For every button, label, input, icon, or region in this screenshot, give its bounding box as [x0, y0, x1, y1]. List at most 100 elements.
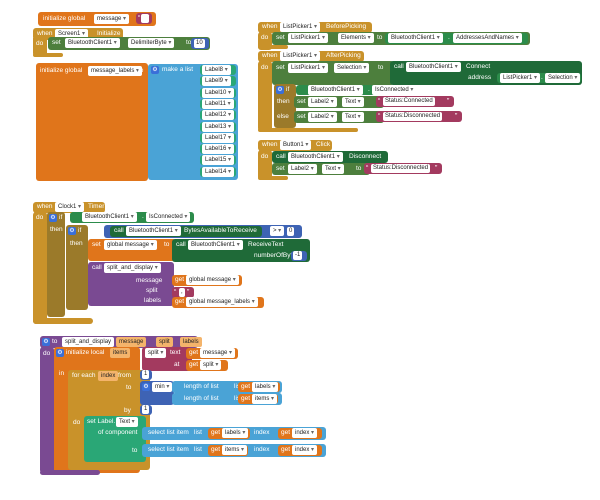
component-field[interactable]: ListPicker1 [280, 51, 321, 61]
label-component-block[interactable]: Label13 [200, 121, 236, 132]
loop-var-index[interactable]: index [98, 371, 119, 381]
label-component-block[interactable]: Label11 [200, 98, 236, 109]
procedure-field[interactable]: split_and_display [104, 263, 161, 273]
property-field[interactable]: Text [116, 417, 138, 427]
button-click-event[interactable]: when Button1 Click [258, 140, 332, 151]
var-field[interactable]: labels [252, 382, 279, 392]
number-value[interactable]: 10 [194, 39, 205, 48]
string-value[interactable] [141, 14, 149, 23]
outer-if-block[interactable]: ⚙ if then [47, 212, 65, 317]
get-split-block[interactable]: get split [186, 360, 228, 371]
var-field[interactable]: index [292, 445, 318, 455]
label-component-block[interactable]: Label16 [200, 144, 236, 155]
min-fn-field[interactable]: min [152, 382, 173, 392]
addr-property-field[interactable]: Selection [545, 73, 581, 83]
set-label-connected-block[interactable]: set Label2 Text [294, 96, 384, 108]
get-labels-block[interactable]: get labels [238, 382, 280, 392]
property-field[interactable]: Selection [334, 63, 370, 73]
gear-icon[interactable]: ⚙ [142, 383, 150, 391]
gear-icon[interactable]: ⚙ [49, 214, 57, 222]
var-field[interactable]: index [292, 428, 318, 438]
global-message-field[interactable]: global message [104, 240, 157, 250]
label-name-field[interactable]: Label15 [202, 155, 235, 166]
value-component-field[interactable]: BluetoothClient1 [388, 33, 443, 43]
gear-icon[interactable]: ⚙ [151, 66, 159, 74]
get-message-block[interactable]: get message [186, 348, 238, 359]
string-value[interactable]: Status:Disconnected [371, 164, 431, 173]
label-name-field[interactable]: Label17 [202, 132, 235, 143]
var-name-field[interactable]: message_labels [88, 66, 143, 76]
cond-component-field[interactable]: BluetoothClient1 [308, 85, 363, 95]
component-field[interactable]: Button1 [280, 140, 312, 150]
get-labels-block[interactable]: get labels [208, 428, 250, 439]
label-property-field[interactable]: Text [342, 97, 364, 107]
address-getter-block[interactable]: ListPicker1 . Selection [497, 73, 581, 83]
var-field[interactable]: labels [222, 428, 249, 438]
isconnected-getter-block[interactable]: BluetoothClient1 . IsConnected [70, 212, 194, 223]
clock-timer-event[interactable]: when Clock1 Timer [33, 202, 105, 213]
target-component-field[interactable]: ListPicker1 [288, 33, 329, 43]
target-component-field[interactable]: ListPicker1 [288, 63, 329, 73]
get-items-block[interactable]: get items [238, 394, 278, 404]
label-name-field[interactable]: Label14 [202, 166, 235, 177]
zero-number-block[interactable]: 0 [284, 226, 300, 237]
set-delimiter-block[interactable]: set BluetoothClient1 DelimiterByte to [48, 37, 210, 50]
set-global-message-block[interactable]: set global message to [88, 239, 176, 261]
number-value[interactable]: 1 [142, 370, 150, 379]
inner-if-block[interactable]: ⚙ if then [66, 225, 88, 310]
status-disconnected-string[interactable]: “ Status:Disconnected ” [364, 163, 442, 174]
by-number-block[interactable]: 1 [140, 405, 152, 415]
set-label-disconnected-block[interactable]: set Label2 Text [294, 111, 384, 123]
label-property-field[interactable]: Text [342, 112, 364, 122]
cond-property-field[interactable]: IsConnected [146, 212, 191, 222]
listpicker-afterpicking-event[interactable]: when ListPicker1 AfterPicking [258, 51, 364, 62]
split-text-block[interactable]: split text at [142, 347, 192, 371]
component-field[interactable]: Clock1 [55, 202, 85, 212]
comma-string-block[interactable]: “ , ” [172, 287, 194, 298]
component-field[interactable]: Screen1 [55, 29, 89, 39]
if-else-block[interactable]: ⚙ if then else [274, 84, 296, 128]
var-field[interactable]: items [222, 445, 248, 455]
addr-component-field[interactable]: ListPicker1 [500, 73, 541, 83]
neg-one-number-block[interactable]: -1 [291, 251, 307, 261]
var-field[interactable]: split [200, 360, 222, 370]
set-label-text-generic-block[interactable]: set Label. Text of component to [84, 416, 146, 462]
target-component-field[interactable]: BluetoothClient1 [65, 38, 120, 48]
receive-text-block[interactable]: call BluetoothClient1 ReceiveText number… [172, 239, 310, 262]
get-index-block[interactable]: get index [278, 428, 322, 439]
label-component-field[interactable]: Label2 [308, 97, 337, 107]
label-name-field[interactable]: Label13 [202, 121, 235, 132]
global-message-field[interactable]: global message [186, 275, 239, 285]
isconnected-getter-block[interactable]: BluetoothClient1 . IsConnected [296, 85, 417, 95]
rt-component-field[interactable]: BluetoothClient1 [188, 240, 243, 250]
listpicker-beforepicking-event[interactable]: when ListPicker1 BeforePicking [258, 22, 372, 33]
gear-icon[interactable]: ⚙ [276, 86, 284, 94]
var-field[interactable]: items [252, 394, 278, 404]
number-value[interactable]: 1 [142, 405, 150, 414]
number-block[interactable]: 10 [191, 38, 209, 49]
split-fn-field[interactable]: split [145, 348, 167, 358]
procedure-definition-block[interactable]: ⚙ to split_and_display message split lab… [40, 336, 202, 348]
label-name-field[interactable]: Label11 [202, 98, 234, 109]
cond-property-field[interactable]: IsConnected [372, 85, 417, 95]
get-global-message-block[interactable]: get global message [172, 275, 242, 286]
param-message[interactable]: message [116, 337, 147, 347]
bytes-component-field[interactable]: BluetoothClient1 [126, 226, 181, 236]
from-number-block[interactable]: 1 [140, 370, 152, 380]
gear-icon[interactable]: ⚙ [42, 338, 50, 346]
call-split-and-display-block[interactable]: call split_and_display message split lab… [88, 262, 174, 306]
global-labels-field[interactable]: global message_labels [186, 297, 258, 307]
gear-icon[interactable]: ⚙ [68, 227, 76, 235]
label-component-block[interactable]: Label15 [200, 155, 236, 166]
label-component-block[interactable]: Label9 [200, 76, 236, 87]
bytes-available-block[interactable]: call BluetoothClient1 BytesAvailableToRe… [110, 226, 262, 237]
local-var-items[interactable]: items [110, 348, 131, 358]
string-value[interactable]: Status:Disconnected [383, 112, 443, 121]
init-global-message-labels-block[interactable]: initialize global message_labels to [36, 63, 148, 181]
param-split[interactable]: split [156, 337, 173, 347]
value-property-field[interactable]: AddressesAndNames [453, 33, 522, 43]
set-selection-block[interactable]: set ListPicker1 Selection to [272, 61, 394, 85]
component-field[interactable]: ListPicker1 [280, 22, 321, 32]
min-block[interactable]: ⚙ min [140, 381, 174, 405]
cond-component-field[interactable]: BluetoothClient1 [82, 212, 137, 222]
